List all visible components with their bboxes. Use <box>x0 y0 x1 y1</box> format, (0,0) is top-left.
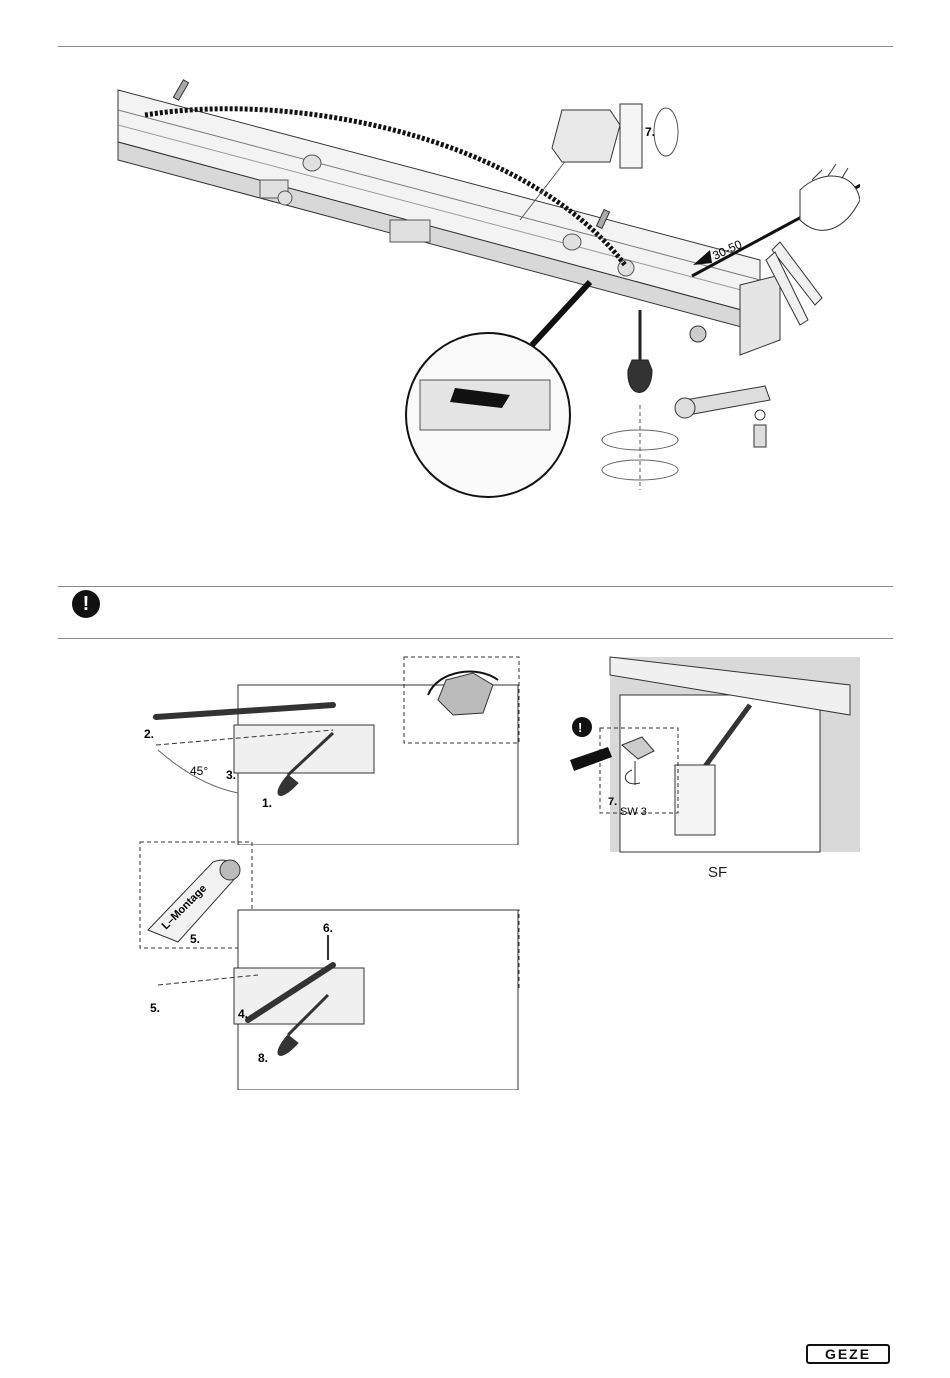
step-5a: 5. <box>190 932 200 946</box>
step-2: 2. <box>144 727 154 741</box>
hand-icon <box>800 164 860 230</box>
component-block <box>390 220 430 242</box>
step-4: 4. <box>238 1007 248 1021</box>
figure-arm-adjust-bottom: L–Montage 5. 6. 5. 4. 8. <box>138 840 522 1090</box>
exclamation-icon: ! <box>72 590 100 618</box>
step-3: 3. <box>226 768 236 782</box>
step-7: 7. <box>608 796 617 808</box>
step-1: 1. <box>262 796 272 810</box>
pull-arrow-icon <box>570 747 612 771</box>
geze-logo: GEZE <box>806 1344 890 1364</box>
door-opening <box>620 695 820 852</box>
roller <box>278 191 292 205</box>
pivot-icon <box>220 860 240 880</box>
lever-arm <box>675 386 770 447</box>
step-8: 8. <box>258 1051 268 1065</box>
step-6: 6. <box>323 921 333 935</box>
step-5b: 5. <box>150 1001 160 1015</box>
wrench-size: SW 3 <box>620 806 647 818</box>
top-rule <box>58 46 893 47</box>
notice-rule-top <box>58 586 893 587</box>
rail-hole <box>563 234 581 250</box>
figure-rail-assembly: 7. 30-50 <box>100 70 860 500</box>
logo-text: GEZE <box>825 1346 871 1362</box>
rail <box>118 90 760 332</box>
figure-arm-adjust-top: 2. 45° 3. 1. <box>138 655 522 845</box>
figure-slide-rail: ! 7. SW 3 <box>560 655 860 855</box>
angle-label: 45° <box>190 764 208 778</box>
figure-caption: SF <box>708 864 727 881</box>
exclamation-glyph: ! <box>578 720 582 735</box>
magnified-detail <box>406 282 590 497</box>
rotation-arrow-icon <box>654 108 678 156</box>
rail-hole <box>303 155 321 171</box>
step-label: 7. <box>645 125 655 139</box>
notice-rule-bottom <box>58 638 893 639</box>
closer-body <box>675 765 715 835</box>
screwdriver-icon <box>602 310 678 490</box>
nut-icon <box>438 673 493 715</box>
